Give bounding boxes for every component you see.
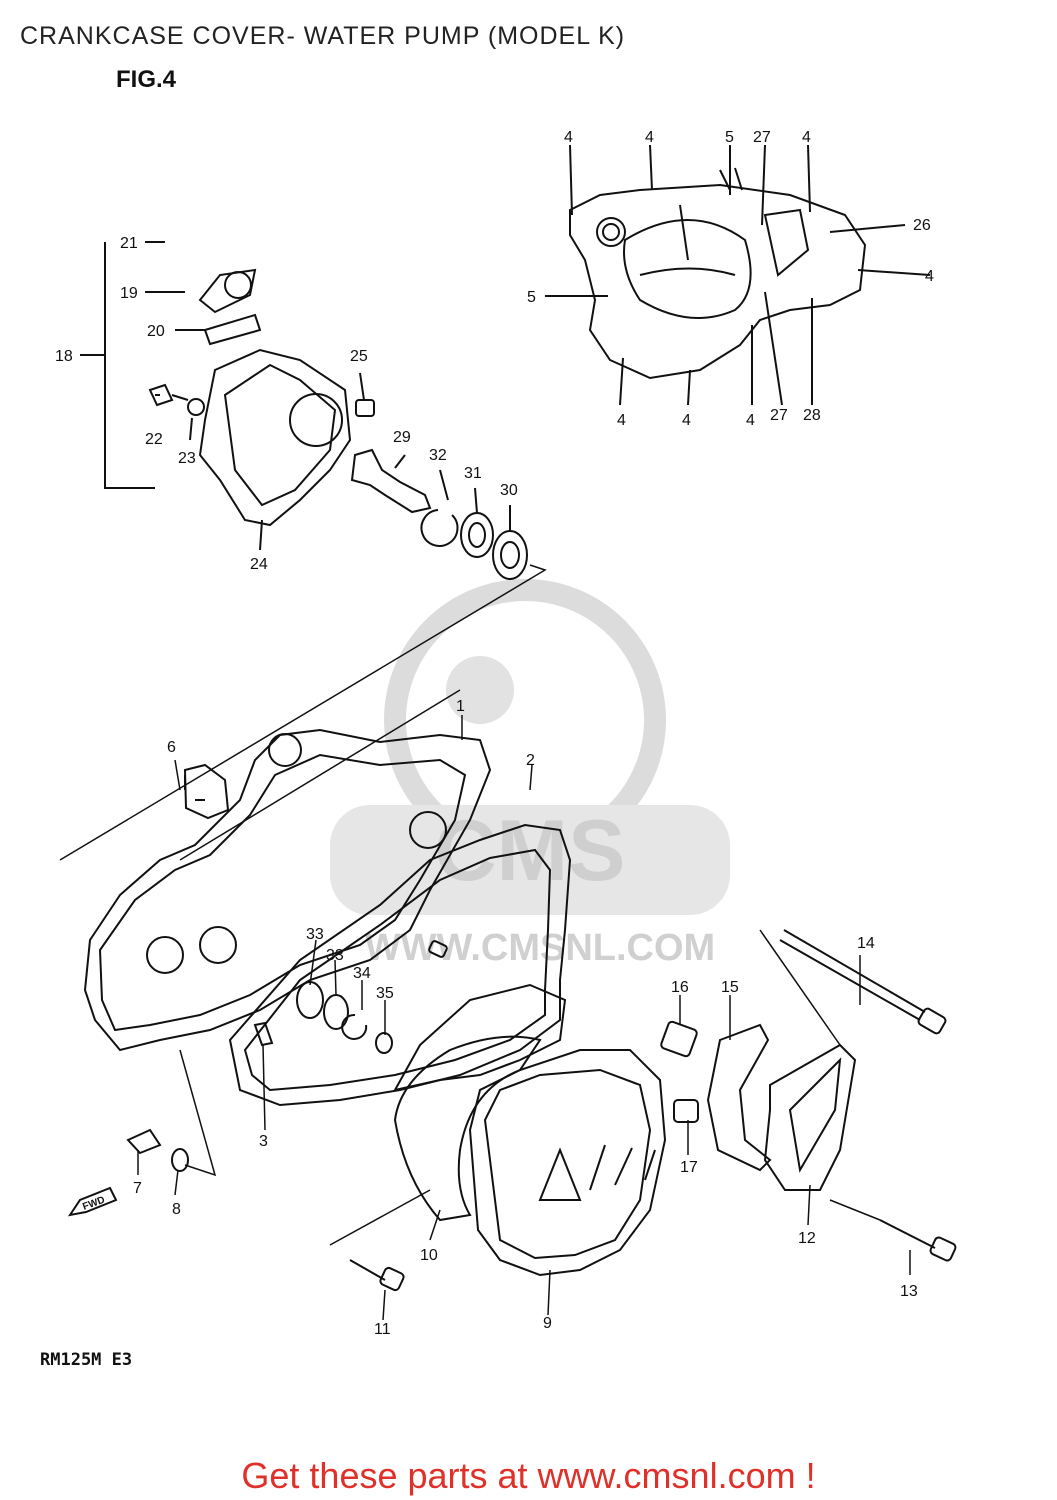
callout: 33 xyxy=(306,926,324,943)
callout: 17 xyxy=(680,1159,698,1176)
callout: 4 xyxy=(802,129,811,146)
water-pump-housing-sketch xyxy=(148,268,528,580)
callout: 28 xyxy=(803,407,821,424)
callout: 4 xyxy=(746,412,755,429)
callout: 8 xyxy=(172,1201,181,1218)
callout: 35 xyxy=(376,985,394,1002)
callout: 1 xyxy=(456,698,465,715)
callout: 27 xyxy=(753,129,771,146)
callout: 10 xyxy=(420,1247,438,1264)
callout: 12 xyxy=(798,1230,816,1247)
callout: 16 xyxy=(671,979,689,996)
callout: 11 xyxy=(374,1321,391,1338)
callout: 4 xyxy=(645,129,654,146)
callout: 4 xyxy=(617,412,626,429)
crankcase-cover-sketch xyxy=(83,728,667,1277)
cta-prefix: Get these parts at xyxy=(241,1455,538,1496)
callout: 22 xyxy=(145,431,163,448)
watermark-text: WWW.CMSNL.COM xyxy=(365,927,715,969)
callout: 23 xyxy=(178,450,196,467)
callout: 4 xyxy=(564,129,573,146)
callout: 7 xyxy=(133,1180,142,1197)
callout: 15 xyxy=(721,979,739,996)
callout: 5 xyxy=(527,289,536,306)
callout: 24 xyxy=(250,556,268,573)
callout: 25 xyxy=(350,348,368,365)
figure-label: FIG.4 xyxy=(116,66,177,93)
outer-cover-sketch xyxy=(569,167,867,380)
callout: 34 xyxy=(353,965,371,982)
cms-watermark: CMS WWW.CMSNL.COM xyxy=(330,579,730,969)
side-parts-sketch xyxy=(126,929,957,1292)
callout: 21 xyxy=(120,235,138,252)
call-to-action: Get these parts at www.cmsnl.com ! xyxy=(0,1455,1057,1497)
assembly-leader-lines xyxy=(59,564,911,1321)
callout: 5 xyxy=(725,129,734,146)
cta-suffix: ! xyxy=(795,1455,816,1496)
callout: 20 xyxy=(147,323,165,340)
callout: 9 xyxy=(543,1315,552,1332)
model-code: RM125M E3 xyxy=(40,1350,133,1370)
callout: 3 xyxy=(259,1133,268,1150)
callout: 31 xyxy=(464,465,482,482)
forward-arrow-icon: FWD xyxy=(67,1186,118,1217)
callout: 2 xyxy=(526,752,535,769)
callout: 6 xyxy=(167,739,176,756)
callout: 14 xyxy=(857,935,875,952)
callout: 30 xyxy=(500,482,518,499)
callout: 26 xyxy=(913,217,931,234)
callout: 27 xyxy=(770,407,788,424)
callout: 18 xyxy=(55,348,73,365)
callout-numbers: 4 4 5 27 4 26 4 5 4 4 4 27 28 21 19 20 1… xyxy=(55,129,934,1338)
callout: 29 xyxy=(393,429,411,446)
callout: 33 xyxy=(326,947,344,964)
callout: 4 xyxy=(682,412,691,429)
callout: 32 xyxy=(429,447,447,464)
page-title: CRANKCASE COVER- WATER PUMP (MODEL K) xyxy=(20,22,626,50)
callout: 19 xyxy=(120,285,138,302)
callout: 13 xyxy=(900,1283,918,1300)
callout: 4 xyxy=(925,268,934,285)
cta-link[interactable]: www.cmsnl.com xyxy=(537,1455,796,1496)
